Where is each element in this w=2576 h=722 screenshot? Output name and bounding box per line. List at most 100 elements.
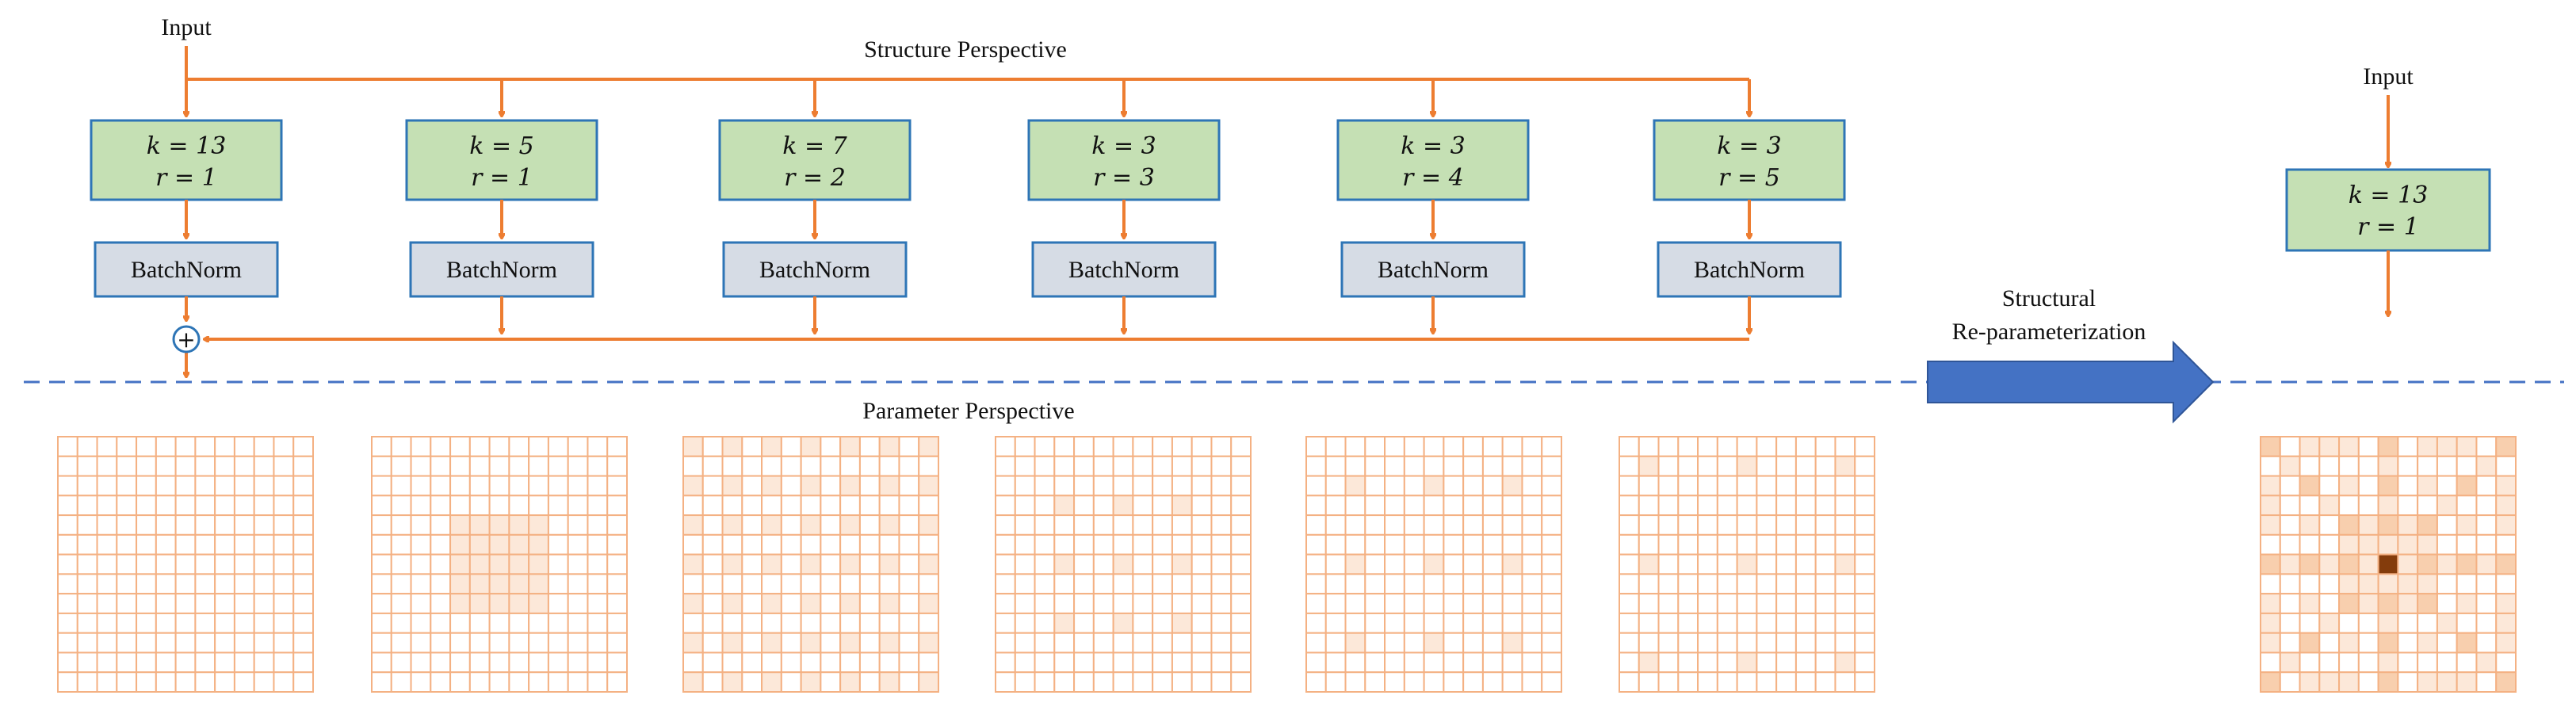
kernel-cell [1384, 533, 1405, 556]
kernel-weight-cell [2357, 593, 2379, 614]
kernel-weight-cell [468, 533, 491, 556]
kernel-cell [1092, 671, 1114, 693]
input-distribution-lines [185, 46, 1749, 81]
kernel-cell [1443, 514, 1465, 536]
kernel-weight-cell [449, 573, 471, 595]
kernel-cell [1305, 514, 1327, 536]
batchnorm-block [1657, 241, 1842, 298]
kernel-cell [587, 671, 609, 693]
kernel-cell [194, 475, 216, 497]
kernel-cell [682, 533, 704, 556]
kernel-cell [701, 436, 724, 457]
kernel-cell [1541, 533, 1562, 556]
reparameterization-arrow [1927, 340, 2215, 424]
kernel-weight-cell [721, 593, 743, 614]
kernel-cell [96, 495, 118, 517]
kernel-cell [1443, 632, 1465, 654]
kernel-cell [701, 671, 724, 693]
kernel-cell [96, 573, 118, 595]
kernel-cell [701, 593, 724, 614]
kernel-weight-cell [1638, 553, 1660, 575]
kernel-cell [136, 612, 157, 634]
kernel-cell [1384, 495, 1405, 517]
kernel-weight-cell [761, 671, 782, 693]
kernel-cell [1716, 632, 1738, 654]
kernel-cell [1423, 612, 1445, 634]
kernel-cell [741, 553, 763, 575]
batchnorm-block [1340, 241, 1526, 298]
kernel-cell [1364, 632, 1386, 654]
kernel-cell [292, 632, 315, 654]
kernel-cell [1462, 553, 1484, 575]
kernel-cell [371, 671, 392, 693]
kernel-weight-cell [2338, 533, 2360, 556]
kernel-cell [1834, 612, 1856, 634]
kernel-weight-cell [2260, 553, 2281, 575]
kernel-cell [292, 573, 315, 595]
kernel-cell [2456, 612, 2478, 634]
kernel-weight-cell [682, 553, 704, 575]
kernel-weight-cell [2279, 651, 2301, 674]
batchnorm-block [722, 241, 908, 298]
kernel-cell [780, 475, 802, 497]
kernel-cell [1191, 436, 1213, 457]
kernel-cell [253, 651, 275, 674]
kernel-cell [253, 573, 275, 595]
kernel-cell [2299, 651, 2321, 674]
kernel-cell [410, 573, 432, 595]
kernel-cell [858, 455, 881, 477]
kernel-cell [1423, 436, 1445, 457]
kernel-weight-cell [721, 514, 743, 536]
kernel-weight-cell [2397, 514, 2419, 536]
kernel-cell [253, 514, 275, 536]
kernel-cell [1305, 651, 1327, 674]
kernel-cell [820, 593, 842, 614]
kernel-cell [273, 436, 295, 457]
kernel-cell [858, 436, 881, 457]
kernel-cell [1794, 651, 1817, 674]
kernel-cell [780, 553, 802, 575]
kernel-cell [741, 495, 763, 517]
kernel-cell [2357, 455, 2379, 477]
batchnorm-label: BatchNorm [446, 257, 557, 283]
kernel-cell [155, 455, 177, 477]
kernel-size-label: k = 3 [1401, 132, 1465, 160]
kernel-cell [1230, 632, 1252, 654]
kernel-cell [1171, 436, 1193, 457]
kernel-weight-cell [918, 436, 939, 457]
kernel-weight-cell [2260, 475, 2281, 497]
kernel-cell [1677, 612, 1699, 634]
kernel-cell [606, 436, 628, 457]
kernel-cell [488, 671, 510, 693]
kernel-cell [820, 573, 842, 595]
kernel-cell [2357, 612, 2379, 634]
kernel-cell [701, 573, 724, 595]
batchnorm-label: BatchNorm [1378, 257, 1489, 283]
kernel-cell [57, 475, 78, 497]
kernel-weight-cell [839, 514, 861, 536]
kernel-cell [253, 671, 275, 693]
kernel-cell [449, 455, 471, 477]
kernel-cell [390, 593, 412, 614]
kernel-cell [136, 671, 157, 693]
kernel-cell [488, 495, 510, 517]
kernel-cell [1034, 612, 1056, 634]
kernel-cell [371, 573, 392, 595]
kernel-cell [1230, 612, 1252, 634]
kernel-cell [1073, 514, 1095, 536]
kernel-cell [1014, 475, 1036, 497]
kernel-cell [214, 436, 235, 457]
kernel-cell [1697, 612, 1718, 634]
kernel-cell [1854, 475, 1875, 497]
kernel-cell [1132, 455, 1154, 477]
kernel-cell [2417, 651, 2438, 674]
kernel-cell [194, 632, 216, 654]
parameter-perspective-title: Parameter Perspective [862, 398, 1074, 424]
kernel-cell [1521, 651, 1543, 674]
kernel-weight-cell [1638, 455, 1660, 477]
kernel-cell [1112, 671, 1134, 693]
kernel-cell [2417, 612, 2438, 634]
kernel-cell [898, 475, 920, 497]
kernel-cell [1814, 553, 1836, 575]
